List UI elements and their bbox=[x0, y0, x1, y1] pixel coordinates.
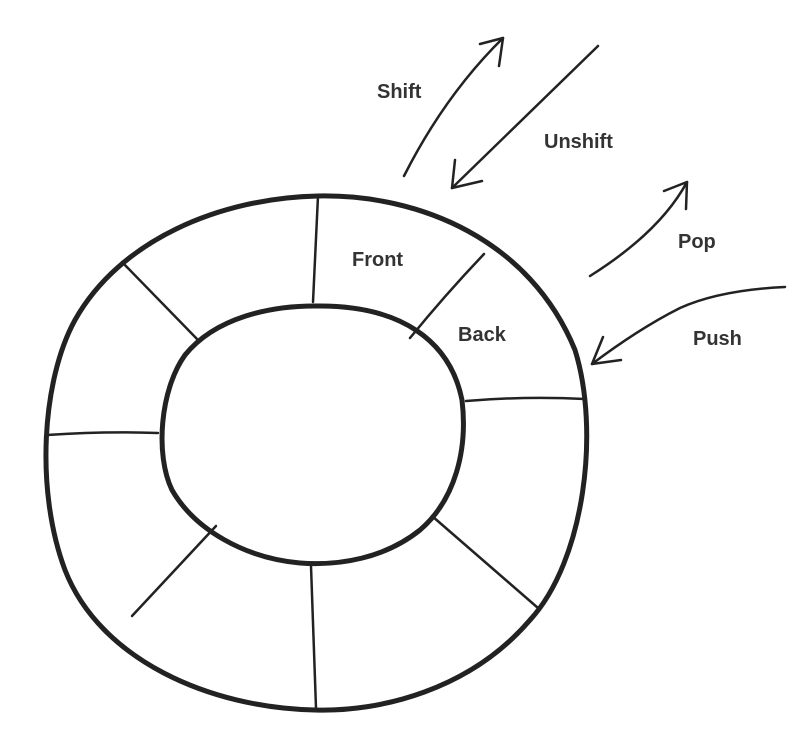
divider-right-lower bbox=[430, 514, 540, 610]
shift-arrow bbox=[402, 36, 505, 178]
divider-top bbox=[311, 194, 320, 304]
slot-label-back: Back bbox=[458, 324, 507, 346]
outer-ring bbox=[43, 193, 590, 713]
divider-front-back bbox=[408, 252, 486, 340]
divider-back-right bbox=[464, 396, 587, 403]
operation-label-pop: Pop bbox=[678, 231, 716, 253]
operation-label-push: Push bbox=[693, 328, 742, 350]
operation-label-unshift: Unshift bbox=[544, 131, 613, 153]
divider-left bbox=[45, 431, 160, 437]
operation-label-shift: Shift bbox=[377, 81, 422, 103]
divider-upper-left bbox=[120, 260, 200, 342]
unshift-arrow bbox=[450, 44, 600, 190]
push-arrow bbox=[590, 285, 787, 366]
divider-left-lower bbox=[130, 524, 218, 618]
inner-ring bbox=[159, 303, 466, 567]
pop-arrow bbox=[588, 180, 689, 278]
divider-bottom bbox=[309, 564, 318, 710]
slot-label-front: Front bbox=[352, 249, 403, 271]
